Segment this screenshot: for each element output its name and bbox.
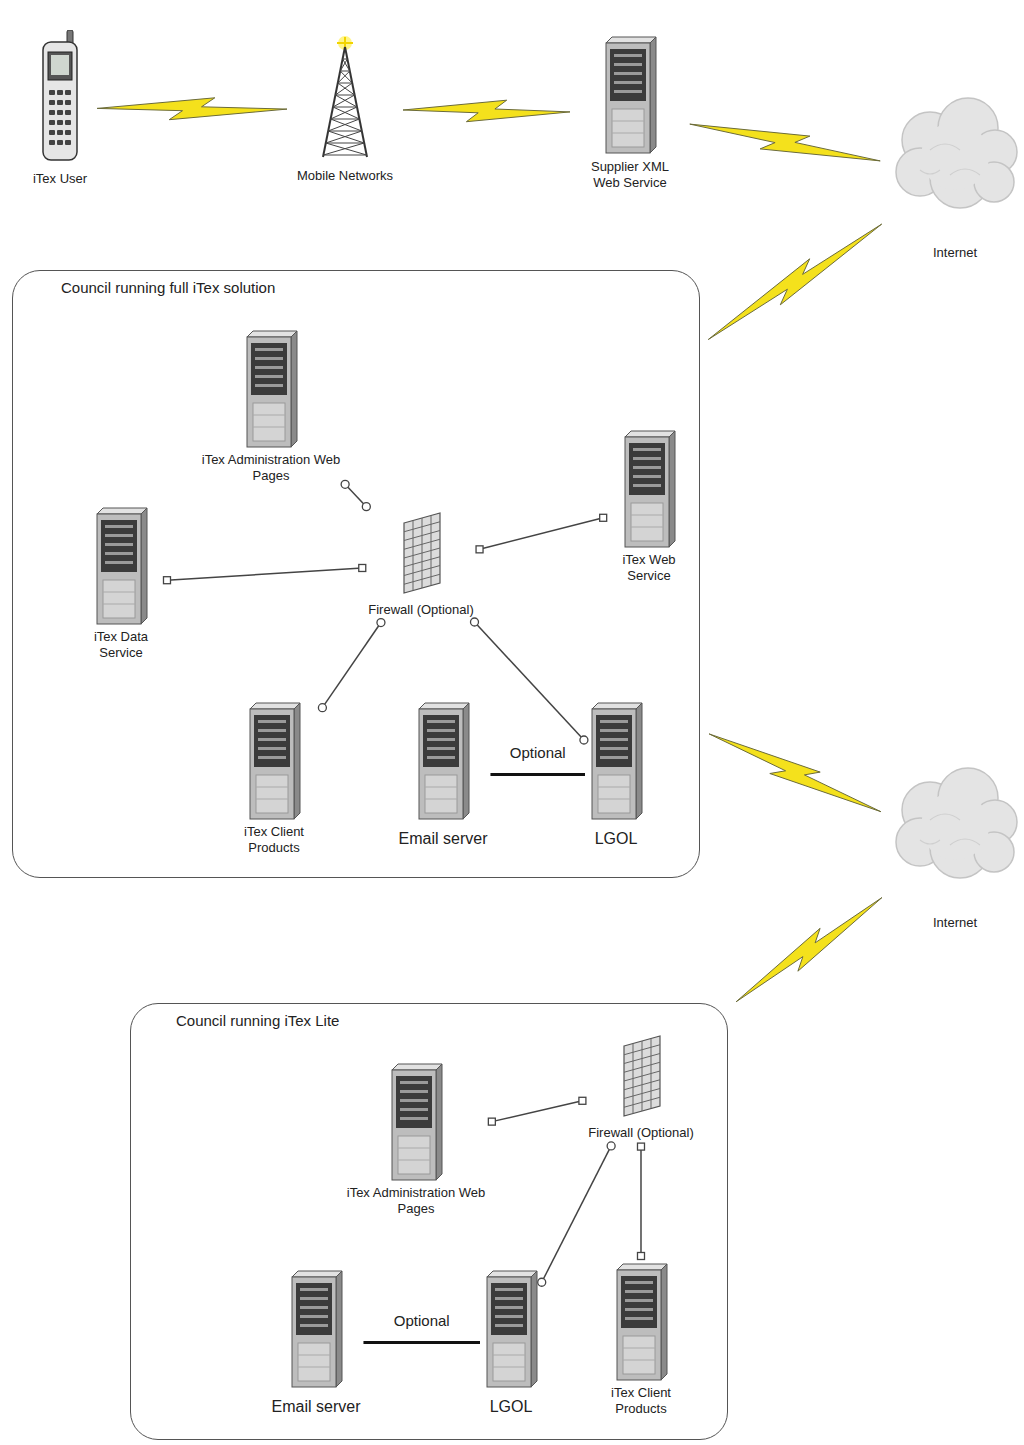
node-label: LGOL bbox=[595, 829, 638, 848]
tower-icon bbox=[315, 35, 375, 160]
node-label: LGOL bbox=[490, 1397, 533, 1416]
tower-node: Mobile Networks bbox=[297, 35, 393, 184]
node-label: iTex Administration Web Pages bbox=[346, 1185, 486, 1216]
lightning-link bbox=[97, 98, 287, 120]
server-icon bbox=[613, 1262, 669, 1382]
node-label: Internet bbox=[933, 245, 977, 261]
lightning-link bbox=[690, 124, 880, 161]
firewall-node: Firewall (Optional) bbox=[368, 511, 473, 618]
node-label: Internet bbox=[933, 915, 977, 931]
network-link bbox=[488, 1097, 586, 1125]
council-group: Council running full iTex solution iTex A… bbox=[12, 270, 700, 878]
group-heading: Council running iTex Lite bbox=[176, 1012, 339, 1029]
node-label: Email server bbox=[399, 829, 488, 848]
server-node: iTex Administration Web Pages bbox=[201, 329, 341, 483]
network-link bbox=[490, 774, 585, 775]
server-node: LGOL bbox=[483, 1269, 539, 1416]
cloud-icon bbox=[890, 760, 1020, 885]
link-label: Optional bbox=[508, 744, 568, 761]
cloud-node: Internet bbox=[890, 90, 1020, 261]
server-icon bbox=[621, 429, 677, 549]
node-label: Email server bbox=[272, 1397, 361, 1416]
firewall-node: Firewall (Optional) bbox=[588, 1034, 693, 1141]
network-link bbox=[470, 618, 587, 744]
server-icon bbox=[93, 506, 149, 626]
server-icon bbox=[243, 329, 299, 449]
node-label: Mobile Networks bbox=[297, 168, 393, 184]
server-icon bbox=[288, 1269, 344, 1389]
lightning-link bbox=[708, 224, 881, 339]
network-link bbox=[637, 1143, 644, 1259]
network-link bbox=[341, 480, 370, 510]
network-link bbox=[318, 619, 385, 712]
node-label: iTex Client Products bbox=[229, 824, 319, 855]
node-label: Firewall (Optional) bbox=[368, 602, 473, 618]
server-icon bbox=[246, 701, 302, 821]
server-node: Email server bbox=[399, 701, 488, 848]
node-label: Supplier XML Web Service bbox=[580, 159, 680, 190]
node-label: iTex Administration Web Pages bbox=[201, 452, 341, 483]
node-label: iTex Client Products bbox=[596, 1385, 686, 1416]
network-link bbox=[476, 514, 607, 553]
server-icon bbox=[602, 35, 658, 155]
node-label: Firewall (Optional) bbox=[588, 1125, 693, 1141]
firewall-icon bbox=[396, 511, 446, 596]
server-icon bbox=[388, 1062, 444, 1182]
server-node: Email server bbox=[272, 1269, 361, 1416]
council-group: Council running iTex Lite iTex Administra… bbox=[130, 1003, 728, 1440]
network-link bbox=[163, 564, 365, 583]
lightning-link bbox=[709, 734, 881, 812]
cloud-icon bbox=[890, 90, 1020, 215]
server-node: Supplier XML Web Service bbox=[580, 35, 680, 190]
network-link bbox=[538, 1142, 615, 1286]
node-label: iTex User bbox=[33, 171, 87, 187]
network-link bbox=[363, 1342, 480, 1343]
node-label: iTex Web Service bbox=[609, 552, 689, 583]
server-icon bbox=[588, 701, 644, 821]
server-node: iTex Data Service bbox=[81, 506, 161, 660]
server-icon bbox=[483, 1269, 539, 1389]
server-node: LGOL bbox=[588, 701, 644, 848]
lightning-link bbox=[736, 898, 882, 1002]
lightning-link bbox=[403, 100, 570, 122]
group-heading: Council running full iTex solution bbox=[61, 279, 275, 296]
firewall-icon bbox=[616, 1034, 666, 1119]
server-icon bbox=[415, 701, 471, 821]
link-label: Optional bbox=[392, 1312, 452, 1329]
server-node: iTex Web Service bbox=[609, 429, 689, 583]
phone-node: iTex User bbox=[33, 30, 87, 187]
server-node: iTex Administration Web Pages bbox=[346, 1062, 486, 1216]
node-label: iTex Data Service bbox=[81, 629, 161, 660]
server-node: iTex Client Products bbox=[229, 701, 319, 855]
server-node: iTex Client Products bbox=[596, 1262, 686, 1416]
cloud-node: Internet bbox=[890, 760, 1020, 931]
phone-icon bbox=[37, 30, 83, 165]
